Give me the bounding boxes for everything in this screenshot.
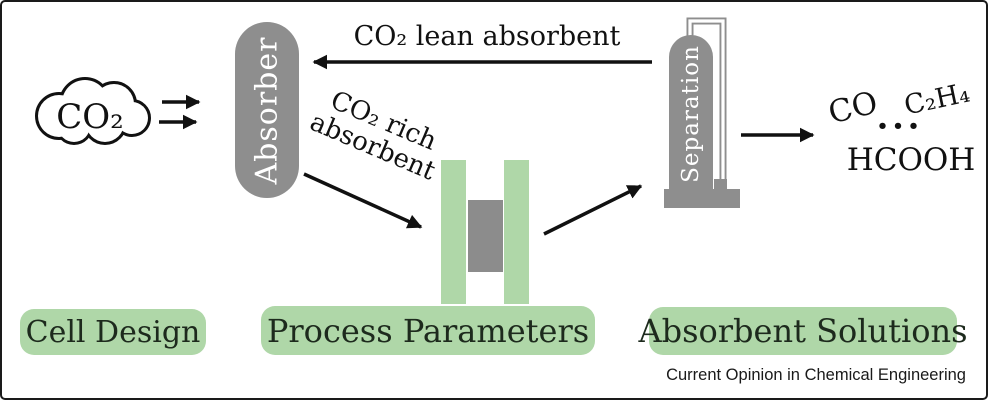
product-ellipsis-icon: ••• — [876, 116, 924, 137]
separation-label: Separation — [678, 44, 704, 183]
separation-pipe-connector — [714, 179, 727, 190]
co2-cloud-label: CO₂ — [56, 97, 124, 137]
category-cell-design: Cell Design — [20, 309, 206, 355]
cell-to-separation-arrow — [543, 184, 643, 236]
rich-absorbent-label: CO₂ rich absorbent — [293, 77, 462, 191]
absorber-vessel: Absorber — [235, 22, 299, 198]
lean-absorbent-label: CO₂ lean absorbent — [353, 21, 621, 52]
cell-electrode-right — [504, 160, 529, 304]
separation-column-base — [664, 189, 740, 208]
category-absorbent-solutions: Absorbent Solutions — [638, 307, 968, 355]
category-process-parameters: Process Parameters — [261, 306, 595, 355]
separation-column: Separation — [669, 35, 713, 192]
absorber-label: Absorber — [249, 36, 285, 184]
rich-absorbent-arrow — [303, 172, 423, 229]
journal-attribution: Current Opinion in Chemical Engineering — [666, 366, 966, 384]
co2-cloud: CO₂ — [35, 77, 151, 145]
cell-electrode-left — [441, 160, 466, 304]
cell-stack-core — [468, 200, 503, 272]
product-hcooh: HCOOH — [846, 142, 976, 178]
